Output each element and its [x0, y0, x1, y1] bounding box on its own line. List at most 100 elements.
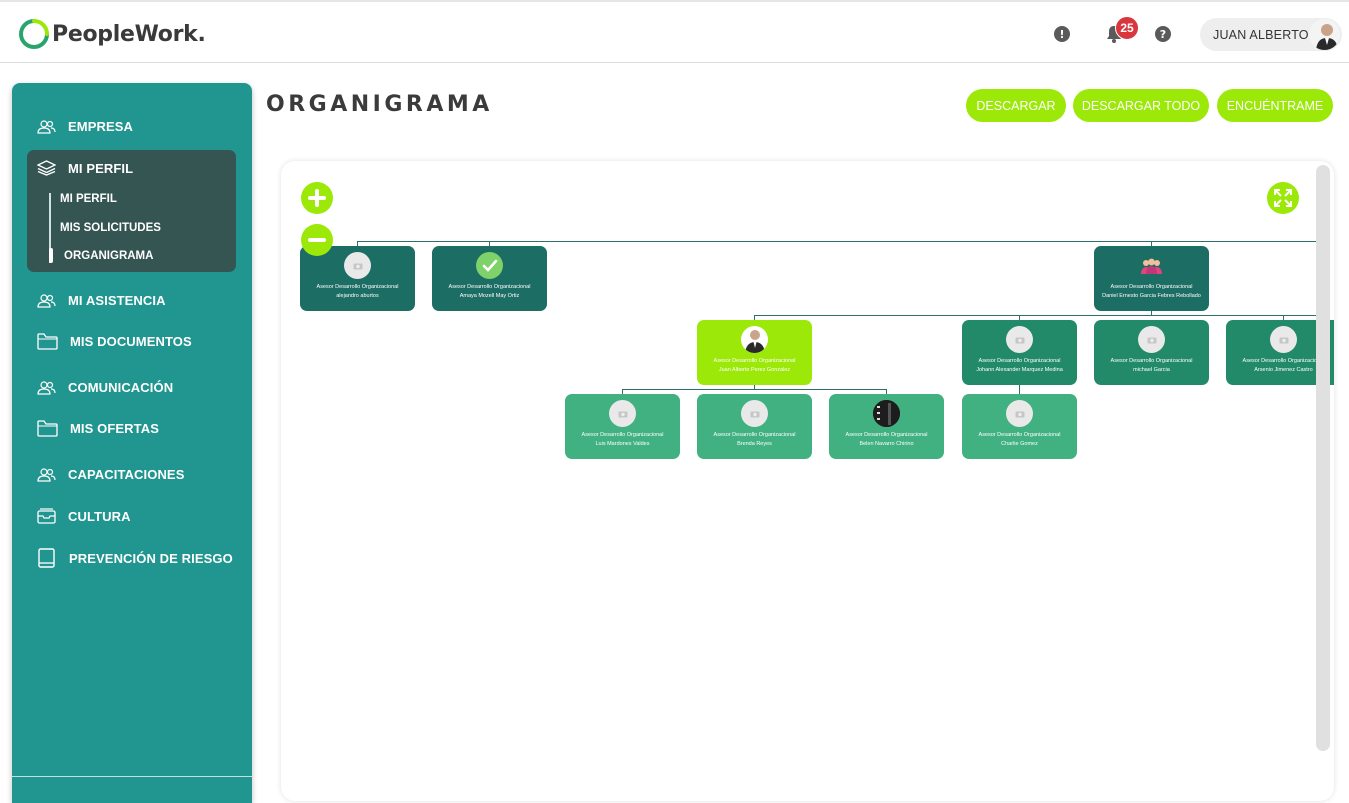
connector-line	[357, 241, 1316, 242]
node-name: Luis Mardones Valdes	[595, 441, 650, 447]
node-role: Asesor Desarrollo Organizacional	[448, 284, 531, 290]
node-role: Asesor Desarrollo Organizacional	[1110, 358, 1193, 364]
node-name: michael Garcia	[1133, 367, 1170, 373]
subitem-organigrama[interactable]: ORGANIGRAMA	[64, 250, 154, 262]
book-icon	[38, 548, 55, 568]
org-node[interactable]: Asesor Desarrollo Organizacional Johann …	[962, 320, 1077, 385]
sidebar-item-label: EMPRESA	[68, 119, 133, 134]
sidebar-item-mi-perfil[interactable]: MI PERFIL	[37, 160, 133, 176]
org-chart-canvas[interactable]: Asesor Desarrollo Organizacional alejand…	[281, 161, 1334, 801]
sidebar-item-label: MI PERFIL	[68, 160, 134, 176]
org-node[interactable]: Asesor Desarrollo Organizacional Amaya M…	[432, 246, 547, 311]
connector-line	[1019, 385, 1020, 394]
org-node[interactable]: Asesor Desarrollo Organizacional Luis Ma…	[565, 394, 680, 459]
org-node-current-user[interactable]: Asesor Desarrollo Organizacional Juan Al…	[697, 320, 812, 385]
submenu-line	[49, 193, 51, 263]
camera-icon	[1006, 400, 1033, 427]
zoom-out-button[interactable]	[301, 224, 333, 256]
node-role: Asesor Desarrollo Organizacional	[316, 284, 399, 290]
node-name: Brenda Reyes	[737, 441, 772, 447]
users-icon	[37, 380, 56, 395]
node-name: Johann Alexander Marquez Medina	[976, 367, 1063, 373]
question-icon[interactable]: ?	[1155, 26, 1171, 42]
zoom-in-button[interactable]	[301, 182, 333, 214]
connector-line	[489, 241, 490, 246]
find-me-button[interactable]: ENCUÉNTRAME	[1217, 89, 1333, 122]
fullscreen-button[interactable]	[1267, 182, 1299, 214]
node-role: Asesor Desarrollo Organizacional	[845, 432, 928, 438]
subitem-mi-perfil[interactable]: MI PERFIL	[60, 193, 117, 205]
sidebar-item-mis-ofertas[interactable]: MIS OFERTAS	[37, 420, 159, 437]
expand-icon	[1274, 189, 1292, 207]
download-button[interactable]: DESCARGAR	[966, 89, 1066, 122]
org-node[interactable]: Asesor Desarrollo Organizacional Charlie…	[962, 394, 1077, 459]
node-role: Asesor Desarrollo Organizacional	[1242, 358, 1325, 364]
connector-line	[1151, 311, 1152, 315]
sidebar-item-label: MIS DOCUMENTOS	[70, 334, 192, 349]
node-name: alejandro aburtos	[336, 293, 379, 299]
node-name: Belen Navarro Chirino	[859, 441, 914, 447]
camera-icon	[344, 252, 371, 279]
connector-line	[754, 385, 755, 389]
top-bar: PeopleWork. ! 25 ? JUAN ALBERTO	[0, 0, 1349, 63]
camera-icon	[1006, 326, 1033, 353]
vertical-scrollbar[interactable]	[1316, 165, 1330, 751]
node-role: Asesor Desarrollo Organizacional	[978, 432, 1061, 438]
sidebar-item-capacitaciones[interactable]: CAPACITACIONES	[37, 467, 184, 482]
sidebar-item-empresa[interactable]: EMPRESA	[37, 119, 133, 134]
connector-line	[357, 241, 358, 246]
node-role: Asesor Desarrollo Organizacional	[713, 358, 796, 364]
plus-icon	[308, 189, 326, 207]
notification-count-badge[interactable]: 25	[1115, 16, 1139, 40]
connector-line	[1019, 315, 1020, 320]
users-icon	[37, 293, 56, 308]
user-menu[interactable]: JUAN ALBERTO	[1200, 18, 1342, 51]
node-name: Arsenio Jimenez Castro	[1254, 367, 1313, 373]
node-name: Charlie Gomez	[1001, 441, 1038, 447]
submenu-active-marker	[49, 248, 53, 263]
layers-icon	[37, 160, 56, 176]
connector-line	[622, 389, 887, 390]
connector-line	[1283, 315, 1284, 320]
profile-group: MI PERFIL MI PERFIL MIS SOLICITUDES ORGA…	[27, 150, 236, 272]
user-avatar	[1309, 19, 1340, 50]
exclamation-icon[interactable]: !	[1054, 26, 1070, 42]
sidebar: EMPRESA MI PERFIL MI PERFIL MIS SOLICITU…	[12, 83, 252, 803]
org-node[interactable]: Asesor Desarrollo Organizacional Brenda …	[697, 394, 812, 459]
sidebar-item-label: MIS OFERTAS	[70, 421, 159, 436]
org-node[interactable]: Asesor Desarrollo Organizacional Belen N…	[829, 394, 944, 459]
node-name: Amaya Mozell May Ortiz	[459, 293, 520, 299]
subitem-mis-solicitudes[interactable]: MIS SOLICITUDES	[60, 222, 161, 234]
sidebar-item-label: CULTURA	[68, 508, 131, 524]
org-node[interactable]: Asesor Desarrollo Organizacional Daniel …	[1094, 246, 1209, 311]
connector-line	[886, 389, 887, 394]
folder-icon	[37, 333, 58, 350]
users-icon	[37, 119, 56, 134]
sidebar-divider	[12, 776, 252, 777]
minus-icon	[308, 238, 326, 242]
sidebar-item-label: PREVENCIÓN DE RIESGO	[69, 550, 233, 566]
node-role: Asesor Desarrollo Organizacional	[581, 432, 664, 438]
sidebar-item-prevencion-de-riesgo[interactable]: PREVENCIÓN DE RIESGO	[37, 548, 233, 568]
connector-line	[754, 315, 755, 320]
org-node[interactable]: Asesor Desarrollo Organizacional michael…	[1094, 320, 1209, 385]
node-role: Asesor Desarrollo Organizacional	[978, 358, 1061, 364]
sidebar-item-comunicacion[interactable]: COMUNICACIÓN	[37, 380, 173, 395]
sidebar-item-cultura[interactable]: CULTURA	[37, 508, 131, 524]
group-avatar-icon	[1138, 252, 1165, 279]
org-node[interactable]: Asesor Desarrollo Organizacional alejand…	[300, 246, 415, 311]
user-photo	[741, 326, 768, 353]
connector-line	[622, 389, 623, 394]
node-name: Juan Alberto Perez Gonzalez	[718, 367, 791, 373]
sidebar-item-mi-asistencia[interactable]: MI ASISTENCIA	[37, 293, 166, 308]
peoplework-logo[interactable]: PeopleWork.	[18, 16, 206, 52]
sidebar-item-label: COMUNICACIÓN	[68, 380, 174, 395]
user-photo	[873, 400, 900, 427]
inbox-icon	[37, 508, 56, 524]
camera-icon	[609, 400, 636, 427]
download-all-button[interactable]: DESCARGAR TODO	[1073, 89, 1209, 122]
sidebar-item-mis-documentos[interactable]: MIS DOCUMENTOS	[37, 333, 192, 350]
node-name: Daniel Ernesto Garcia Febres Rebollado	[1102, 293, 1201, 299]
sidebar-item-label: MI ASISTENCIA	[68, 293, 166, 308]
users-icon	[37, 467, 56, 482]
